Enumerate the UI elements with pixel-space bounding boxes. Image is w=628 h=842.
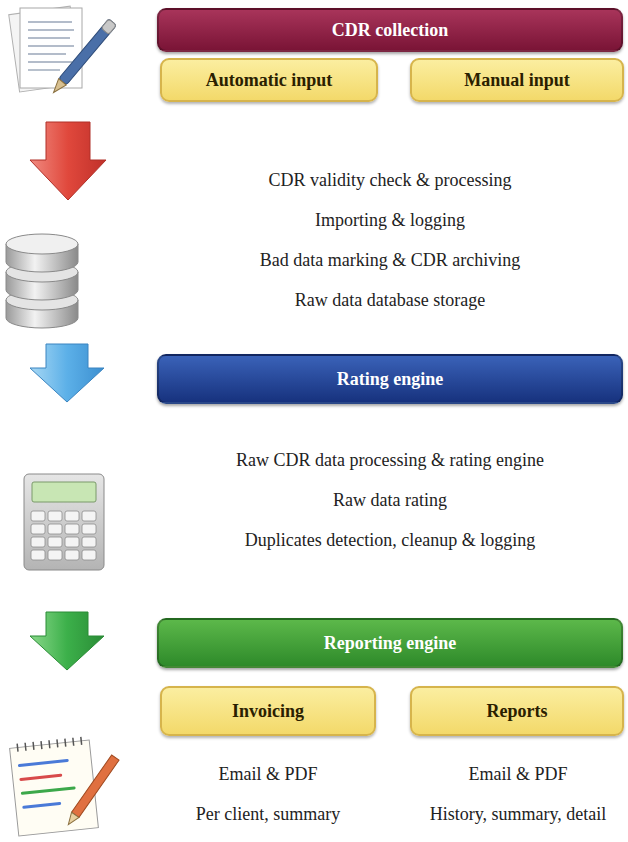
output-box: Reports [410, 686, 624, 736]
box-title: Reports [487, 701, 548, 722]
output-box: Invoicing [160, 686, 376, 736]
document-icon [9, 6, 117, 96]
step-label: Per client, summary [196, 804, 340, 825]
box-title: Manual input [464, 70, 570, 91]
step-label: Raw CDR data processing & rating engine [236, 450, 544, 471]
step-label: Email & PDF [218, 764, 317, 785]
box-title: Reporting engine [324, 633, 457, 654]
flow-arrow [30, 344, 104, 402]
box-title: CDR collection [332, 20, 448, 41]
step-label: Bad data marking & CDR archiving [260, 250, 520, 271]
flow-arrow [30, 612, 104, 670]
input-box: Manual input [410, 58, 624, 102]
stage-band: Rating engine [157, 354, 623, 404]
calculator-icon [24, 474, 104, 570]
database-icon [6, 234, 78, 328]
stage-band: CDR collection [157, 8, 623, 52]
step-label: Duplicates detection, cleanup & logging [245, 530, 535, 551]
box-title: Automatic input [206, 70, 333, 91]
step-label: Email & PDF [468, 764, 567, 785]
step-label: CDR validity check & processing [269, 170, 512, 191]
stage-band: Reporting engine [157, 618, 623, 668]
notepad-icon [10, 737, 119, 836]
flow-arrow [30, 122, 106, 200]
box-title: Invoicing [232, 701, 304, 722]
step-label: Raw data database storage [295, 290, 485, 311]
step-label: Raw data rating [333, 490, 447, 511]
step-label: Importing & logging [315, 210, 465, 231]
input-box: Automatic input [160, 58, 378, 102]
step-label: History, summary, detail [430, 804, 607, 825]
box-title: Rating engine [337, 369, 444, 390]
